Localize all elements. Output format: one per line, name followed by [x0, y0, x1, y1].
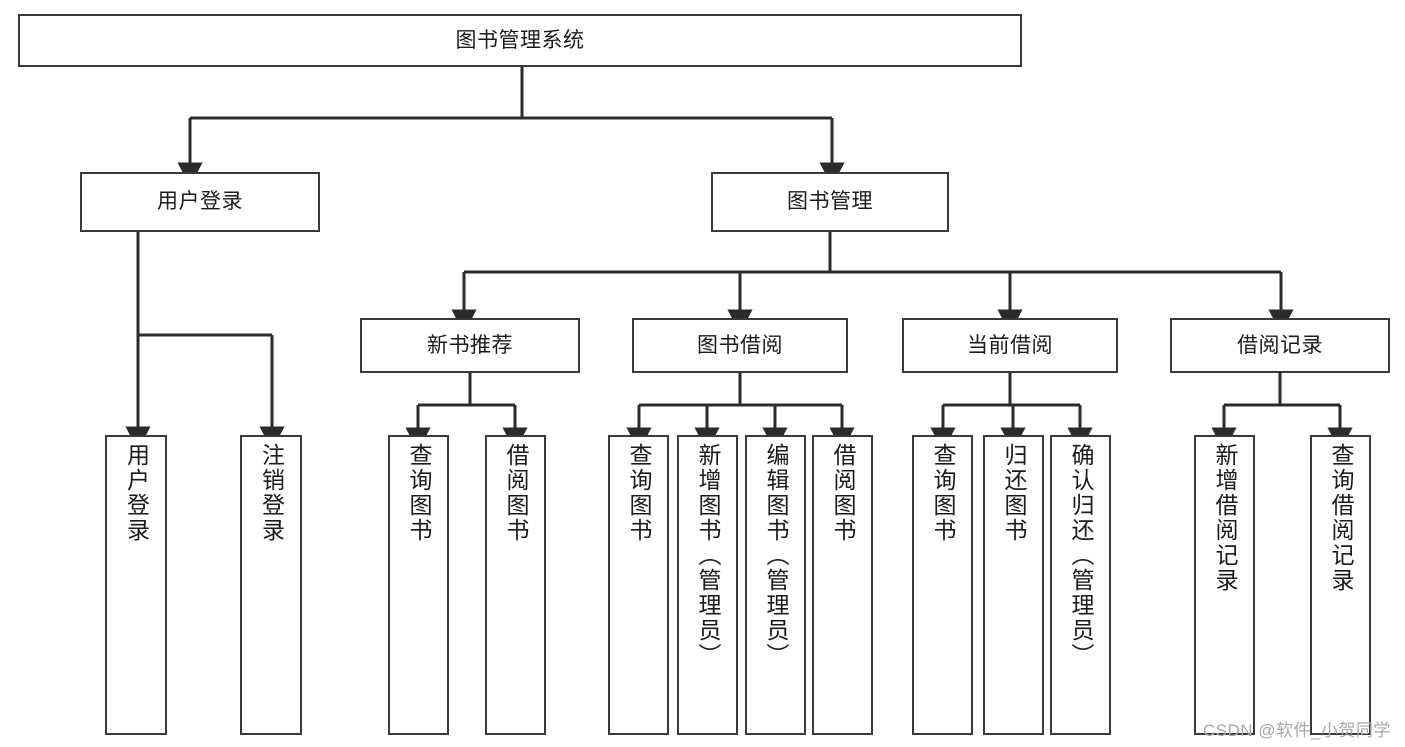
- node-leaf-query-book-2-label: 查询图书: [626, 443, 652, 543]
- node-leaf-borrow-book-1[interactable]: 借阅图书: [485, 435, 546, 735]
- node-leaf-query-book-1[interactable]: 查询图书: [388, 435, 449, 735]
- node-leaf-borrow-book-1-label: 借阅图书: [503, 443, 529, 543]
- node-book-manage[interactable]: 图书管理: [711, 172, 949, 232]
- node-user-login-label: 用户登录: [157, 190, 243, 214]
- node-current-borrow-label: 当前借阅: [967, 333, 1053, 357]
- node-book-borrow-label: 图书借阅: [697, 333, 783, 357]
- node-leaf-return-book-label: 归还图书: [1001, 443, 1027, 543]
- node-borrow-record[interactable]: 借阅记录: [1170, 318, 1390, 373]
- node-leaf-query-book-1-label: 查询图书: [406, 443, 432, 543]
- node-leaf-edit-book[interactable]: 编辑图书（管理员）: [745, 435, 806, 735]
- node-leaf-user-login[interactable]: 用户登录: [105, 435, 167, 735]
- node-new-book-rec-label: 新书推荐: [427, 333, 513, 357]
- node-leaf-add-record-label: 新增借阅记录: [1212, 443, 1238, 593]
- node-leaf-borrow-book-2-label: 借阅图书: [830, 443, 856, 543]
- node-leaf-add-book[interactable]: 新增图书（管理员）: [677, 435, 738, 735]
- node-leaf-confirm-return[interactable]: 确认归还（管理员）: [1050, 435, 1111, 735]
- node-leaf-query-record[interactable]: 查询借阅记录: [1310, 435, 1371, 735]
- node-leaf-borrow-book-2[interactable]: 借阅图书: [812, 435, 873, 735]
- node-leaf-query-book-2[interactable]: 查询图书: [608, 435, 669, 735]
- node-leaf-user-login-label: 用户登录: [123, 443, 150, 543]
- node-root-system[interactable]: 图书管理系统: [18, 14, 1022, 67]
- node-leaf-logout[interactable]: 注销登录: [240, 435, 302, 735]
- node-leaf-query-book-3[interactable]: 查询图书: [912, 435, 973, 735]
- node-leaf-confirm-return-label: 确认归还（管理员）: [1068, 443, 1094, 668]
- node-leaf-return-book[interactable]: 归还图书: [983, 435, 1044, 735]
- node-leaf-query-book-3-label: 查询图书: [930, 443, 956, 543]
- node-current-borrow[interactable]: 当前借阅: [902, 318, 1118, 373]
- node-root-system-label: 图书管理系统: [455, 28, 585, 52]
- node-leaf-add-record[interactable]: 新增借阅记录: [1194, 435, 1255, 735]
- node-user-login[interactable]: 用户登录: [80, 172, 320, 232]
- node-leaf-edit-book-label: 编辑图书（管理员）: [763, 443, 789, 668]
- node-book-manage-label: 图书管理: [787, 190, 873, 214]
- node-leaf-add-book-label: 新增图书（管理员）: [695, 443, 721, 668]
- node-leaf-query-record-label: 查询借阅记录: [1328, 443, 1354, 593]
- node-book-borrow[interactable]: 图书借阅: [632, 318, 848, 373]
- node-borrow-record-label: 借阅记录: [1237, 333, 1323, 357]
- node-new-book-rec[interactable]: 新书推荐: [360, 318, 580, 373]
- node-leaf-logout-label: 注销登录: [258, 443, 285, 543]
